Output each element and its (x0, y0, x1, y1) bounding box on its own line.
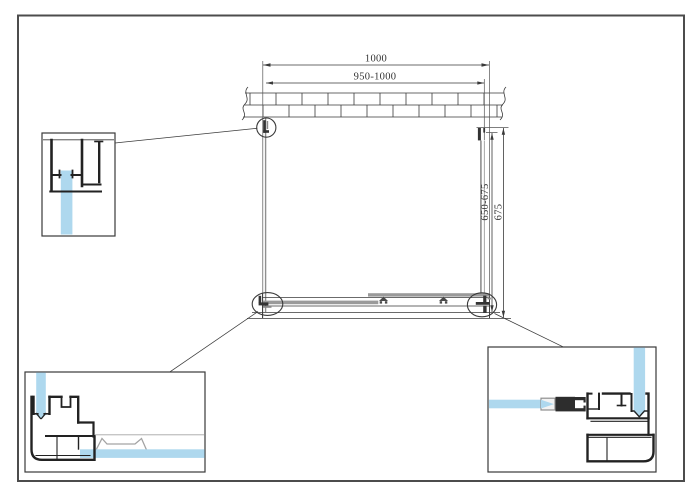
callout-circle (256, 117, 277, 138)
glass-pane (60, 170, 73, 235)
callout-circle (466, 292, 498, 318)
dim-label-side-total: 675 (494, 204, 505, 221)
arrowhead (481, 63, 489, 67)
detail-box-wall-profile (41, 132, 116, 237)
right-top-bracket-clip (483, 128, 486, 133)
roller (439, 296, 448, 304)
wall-hatch (241, 86, 507, 121)
arrowhead (477, 81, 485, 85)
leader-lines (114, 127, 564, 373)
dim-label-side-range: 650-675 (480, 183, 491, 220)
arrowhead (501, 310, 506, 318)
bottom-rail-profile-left (30, 395, 96, 461)
detail-callout-top-left (256, 117, 277, 138)
seal-clamp-block (555, 396, 586, 412)
right-top-bracket (477, 128, 481, 141)
arrowhead (490, 305, 494, 312)
dim-label-top-range: 950-1000 (354, 72, 397, 83)
bottom-rail (247, 293, 511, 319)
wall-break-right (499, 86, 507, 121)
glass-tip (541, 399, 554, 409)
arrowhead (501, 128, 506, 135)
leader-bottom-right (494, 313, 564, 348)
roller (379, 296, 388, 304)
arrowhead (263, 63, 271, 67)
leader-bottom-left (169, 311, 259, 373)
sliding-door-glass (368, 293, 490, 297)
callout-circle (251, 292, 284, 316)
detail-box-bottom-left-corner (24, 371, 206, 473)
wall-break-left (241, 86, 249, 121)
dimension-side-range: 650-675 (476, 127, 509, 312)
fixed-panel-glass (262, 300, 379, 305)
glass-pane-vertical (633, 347, 646, 413)
detail-box-bottom-right-corner (487, 346, 657, 473)
glass-pane-horizontal (489, 399, 541, 409)
bottom-rail-profile-right (586, 392, 655, 463)
detail-callout-bottom-left (251, 292, 284, 316)
glass-panel-edges (264, 118, 486, 312)
glass-pane-vertical (36, 372, 46, 416)
glass-pane-horizontal (80, 449, 205, 458)
dim-label-top-total: 1000 (365, 54, 387, 65)
dimension-top-total: 1000 (263, 54, 489, 67)
leader-wall-profile (114, 127, 258, 144)
arrowhead (490, 133, 494, 140)
wall-profile-section (49, 138, 104, 193)
dimension-top-range: 950-1000 (266, 72, 485, 85)
detail-callout-bottom-right (466, 292, 498, 318)
dimension-side-total: 675 (494, 128, 506, 318)
arrowhead (266, 81, 273, 85)
